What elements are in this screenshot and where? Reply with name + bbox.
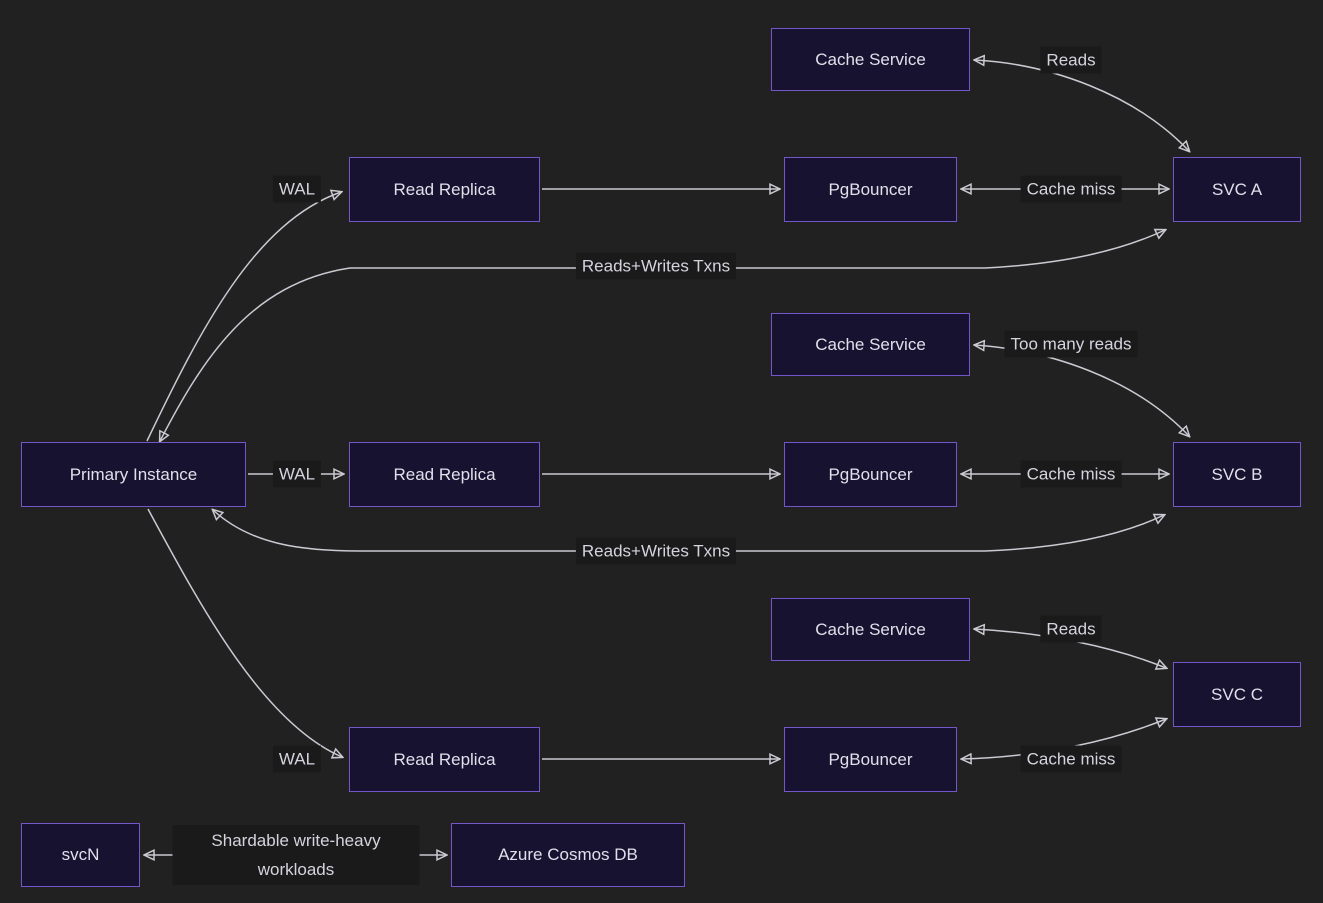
node-primary-instance: Primary Instance: [21, 442, 246, 507]
node-cache-service-c: Cache Service: [771, 598, 970, 661]
edge-wal-top: [146, 192, 341, 442]
edge-label-wal-top: WAL: [272, 175, 322, 203]
edge-label-wal-mid: WAL: [272, 460, 322, 488]
edge-label-cache-miss-b: Cache miss: [1020, 460, 1122, 488]
edge-label-too-many-reads: Too many reads: [1004, 330, 1138, 358]
node-label: Cache Service: [815, 49, 926, 69]
node-label: PgBouncer: [828, 749, 913, 769]
node-cache-service-b: Cache Service: [771, 313, 970, 376]
node-label: Azure Cosmos DB: [498, 845, 638, 864]
edge-label-reads-writes-txns-b: Reads+Writes Txns: [575, 537, 737, 565]
node-label: SVC B: [1211, 464, 1263, 484]
node-svc-c: SVC C: [1173, 662, 1301, 727]
node-label: Read Replica: [393, 464, 496, 484]
edge-reads-writes-txns-b: [213, 510, 1164, 552]
node-label: Cache Service: [815, 334, 926, 354]
node-label: SVC C: [1211, 684, 1263, 704]
node-label: PgBouncer: [828, 464, 913, 484]
node-label: Primary Instance: [69, 464, 198, 484]
edge-label-wal-bottom: WAL: [272, 745, 322, 773]
node-label: svcN: [61, 845, 100, 864]
node-svcn: svcN: [21, 823, 140, 887]
node-svc-b: SVC B: [1173, 442, 1301, 507]
edge-label-cache-miss-c: Cache miss: [1020, 745, 1122, 773]
node-read-replica-c: Read Replica: [349, 727, 540, 792]
edge-label-cache-miss-a: Cache miss: [1020, 175, 1122, 203]
node-pgbouncer-b: PgBouncer: [784, 442, 957, 507]
node-svc-a: SVC A: [1173, 157, 1301, 222]
node-pgbouncer-a: PgBouncer: [784, 157, 957, 222]
edge-label-shardable-workloads: Shardable write-heavy workloads: [172, 825, 420, 885]
node-label: Read Replica: [393, 749, 496, 769]
edge-label-reads-c: Reads: [1040, 615, 1102, 643]
node-label: Cache Service: [815, 619, 926, 639]
edge-label-reads-a: Reads: [1040, 46, 1102, 74]
node-label: Read Replica: [393, 179, 496, 199]
node-read-replica-b: Read Replica: [349, 442, 540, 507]
node-cache-service-a: Cache Service: [771, 28, 970, 91]
edge-reads-writes-txns-a: [160, 230, 1165, 441]
edge-wal-bottom: [147, 508, 342, 757]
node-read-replica-a: Read Replica: [349, 157, 540, 222]
edge-reads-a: [975, 60, 1189, 151]
node-azure-cosmos-db: Azure Cosmos DB: [451, 823, 685, 887]
edge-label-reads-writes-txns-a: Reads+Writes Txns: [575, 252, 737, 280]
edge-too-many-reads: [975, 345, 1189, 436]
node-pgbouncer-c: PgBouncer: [784, 727, 957, 792]
node-label: PgBouncer: [828, 179, 913, 199]
node-label: SVC A: [1211, 179, 1263, 199]
